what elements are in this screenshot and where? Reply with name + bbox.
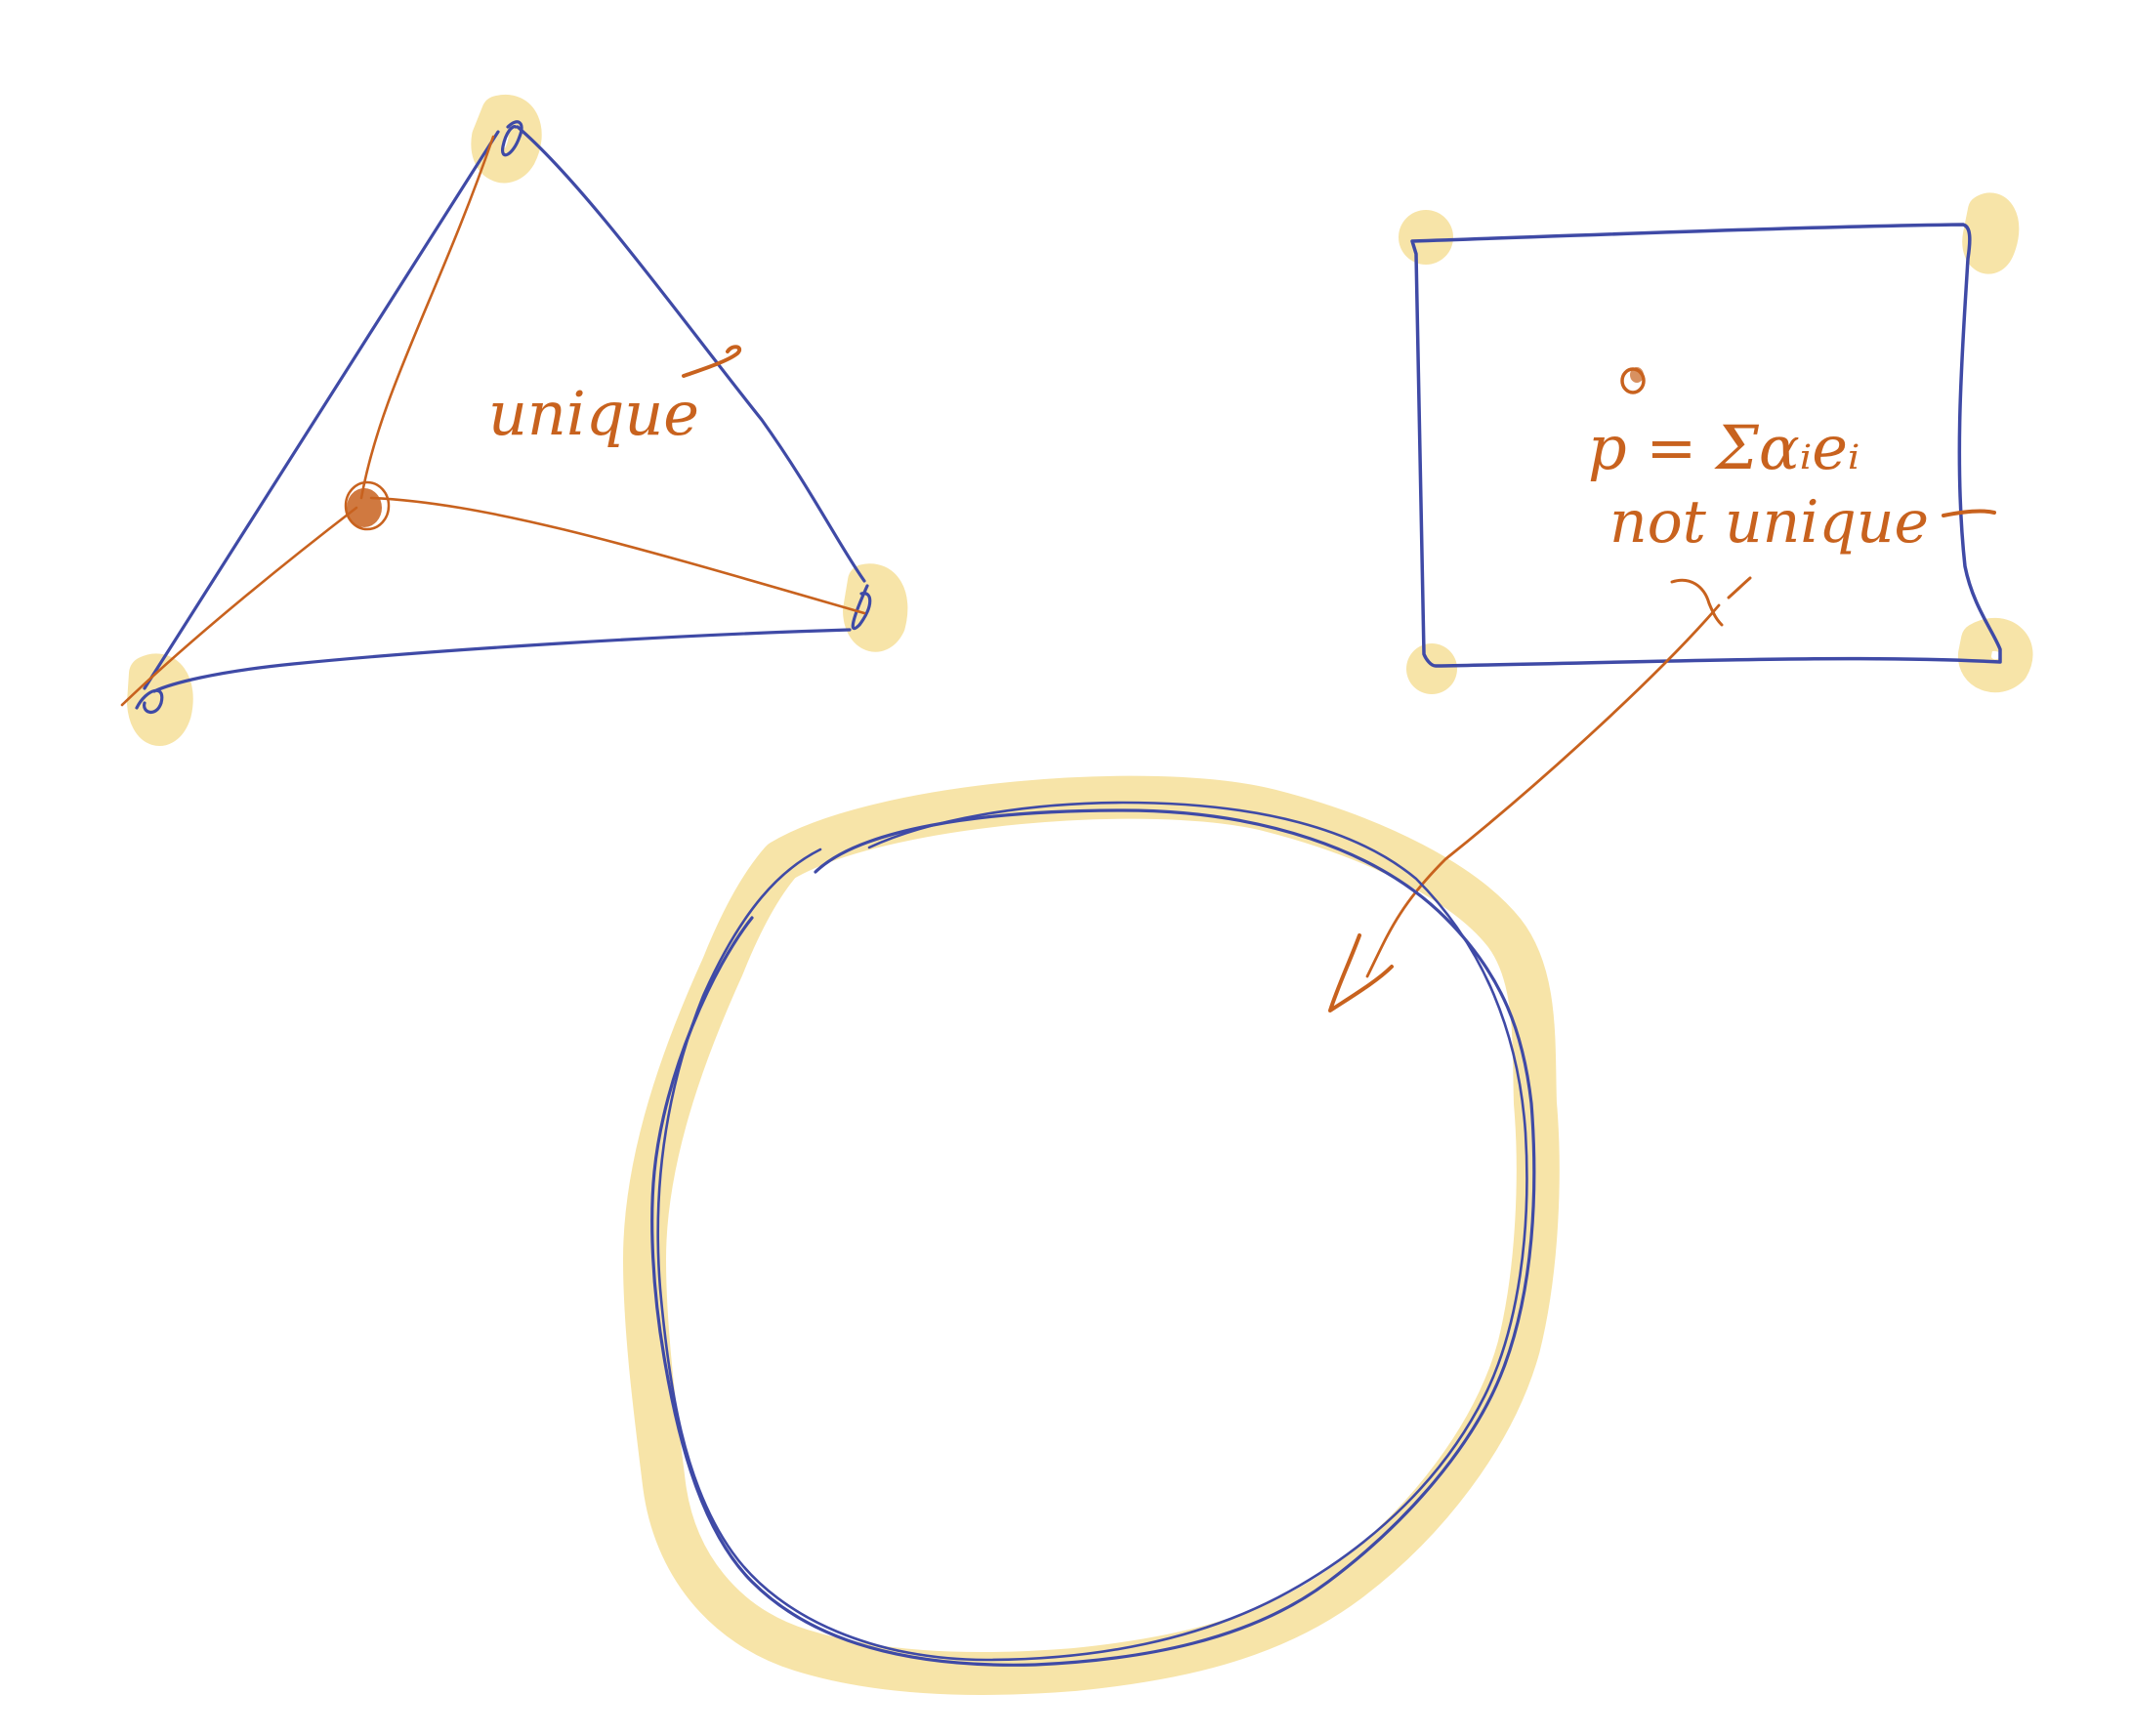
barycentric-line-to-top — [359, 135, 495, 500]
formula-label: p = Σαᵢeᵢ — [1588, 412, 1859, 483]
tilde-mark — [1670, 576, 1752, 627]
rectangle-shape: p = Σαᵢeᵢ not unique — [1410, 223, 2002, 668]
highlight-rect-top-left — [1399, 210, 1453, 265]
barycentric-line-to-right — [369, 496, 866, 615]
circle-outline-secondary — [656, 801, 1528, 1662]
arrow-shaft — [1365, 603, 1721, 978]
circle-shape — [650, 801, 1536, 1667]
interior-point-dot — [344, 480, 391, 531]
highlight-circle-band — [623, 775, 1560, 1695]
rectangle-interior-point — [1620, 367, 1646, 394]
arrow-head — [1328, 933, 1394, 1013]
highlight-layer — [127, 94, 2033, 1695]
triangle-outline — [135, 120, 872, 714]
circle-outline-primary — [650, 808, 1536, 1667]
rectangle-outline — [1410, 223, 2002, 668]
highlight-triangle-top-vertex — [471, 94, 542, 184]
highlight-rect-bottom-right — [1958, 617, 2033, 693]
rectangle-note-flourish — [1942, 509, 1996, 517]
highlight-triangle-right-vertex — [843, 563, 908, 652]
triangle-shape: unique — [120, 120, 872, 714]
barycentric-line-to-left — [120, 506, 358, 707]
highlight-rect-bottom-left — [1406, 643, 1457, 694]
highlight-rect-top-right — [1962, 192, 2020, 274]
triangle-note-flourish — [682, 345, 742, 378]
arrow-to-circle — [1328, 603, 1721, 1013]
highlight-triangle-left-vertex — [127, 653, 193, 746]
rectangle-note-label: not unique — [1609, 488, 1929, 557]
triangle-note-label: unique — [488, 378, 699, 449]
